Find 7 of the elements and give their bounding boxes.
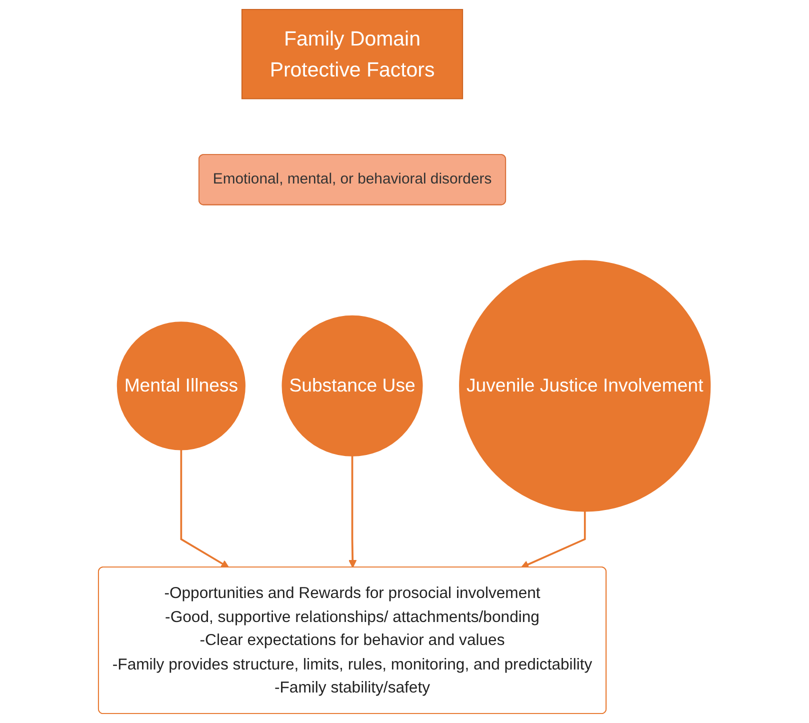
arrow [348, 456, 357, 568]
node-circle: Juvenile Justice Involvement [459, 260, 711, 512]
arrow [520, 511, 586, 568]
arrow [180, 450, 230, 568]
node-circle: Substance Use [282, 315, 423, 456]
node-circle: Mental Illness [117, 322, 246, 450]
node-box: Family Domain Protective Factors [242, 8, 464, 100]
